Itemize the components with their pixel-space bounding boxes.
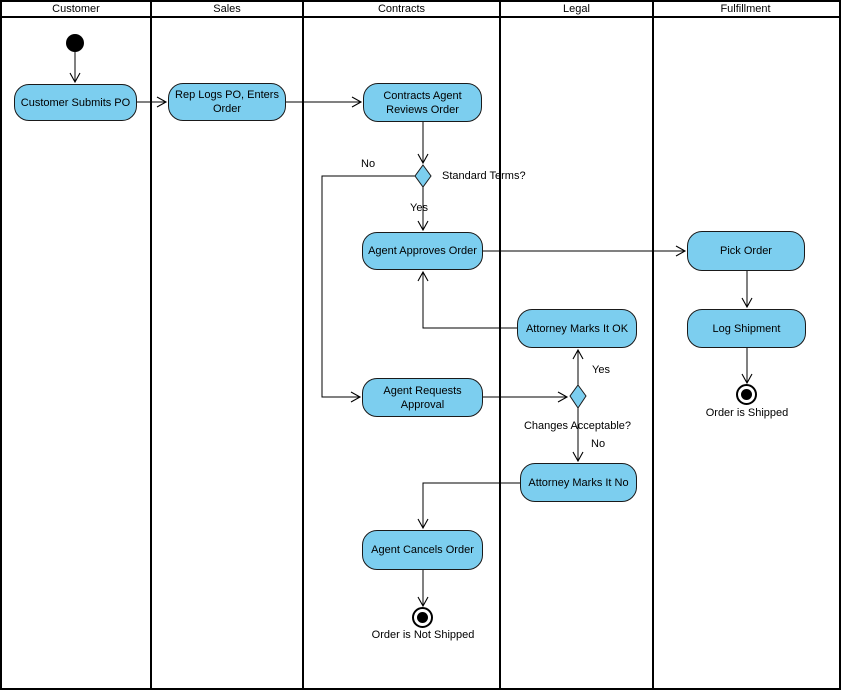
flow-attorney-marks-no-to-agent-cancels bbox=[417, 482, 520, 530]
activity-agent-approves[interactable]: Agent Approves Order bbox=[362, 232, 483, 270]
activity-pick-order[interactable]: Pick Order bbox=[687, 231, 805, 271]
final-node-dot bbox=[417, 612, 428, 623]
final-label-order-shipped: Order is Shipped bbox=[705, 407, 789, 419]
lane-header-fulfillment[interactable]: Fulfillment bbox=[720, 3, 771, 15]
decision-label-changes-acceptable: Changes Acceptable? bbox=[523, 420, 632, 432]
lane-header-contracts[interactable]: Contracts bbox=[377, 3, 426, 15]
decision-changes-acceptable[interactable] bbox=[569, 384, 587, 409]
edge-label-standard-terms-no: No bbox=[361, 158, 376, 170]
flow-standard-terms-no-to-agent-requests-approval bbox=[321, 175, 415, 403]
lane-header-rule bbox=[0, 16, 841, 18]
final-label-order-not-shipped: Order is Not Shipped bbox=[371, 629, 475, 641]
lane-divider-3 bbox=[499, 2, 501, 688]
lane-divider-1 bbox=[150, 2, 152, 688]
final-node-order-not-shipped[interactable] bbox=[412, 607, 433, 628]
activity-agent-requests-approval[interactable]: Agent Requests Approval bbox=[362, 378, 483, 417]
lane-header-legal[interactable]: Legal bbox=[563, 3, 590, 15]
flow-attorney-marks-ok-to-agent-approves bbox=[417, 270, 517, 329]
activity-log-shipment[interactable]: Log Shipment bbox=[687, 309, 806, 348]
initial-node[interactable] bbox=[66, 34, 84, 52]
final-node-dot bbox=[741, 389, 752, 400]
activity-agent-cancels[interactable]: Agent Cancels Order bbox=[362, 530, 483, 570]
decision-standard-terms[interactable] bbox=[414, 164, 432, 188]
edge-label-changes-acceptable-no: No bbox=[591, 438, 606, 450]
decision-label-standard-terms: Standard Terms? bbox=[442, 170, 526, 182]
lane-divider-4 bbox=[652, 2, 654, 688]
edge-label-standard-terms-yes: Yes bbox=[410, 202, 428, 214]
activity-contracts-agent-reviews[interactable]: Contracts Agent Reviews Order bbox=[363, 83, 482, 122]
lane-header-customer[interactable]: Customer bbox=[52, 3, 100, 15]
activity-attorney-marks-no[interactable]: Attorney Marks It No bbox=[520, 463, 637, 502]
final-node-order-shipped[interactable] bbox=[736, 384, 757, 405]
lane-divider-2 bbox=[302, 2, 304, 688]
edge-label-changes-acceptable-yes: Yes bbox=[592, 364, 610, 376]
lane-header-sales[interactable]: Sales bbox=[213, 3, 241, 15]
activity-attorney-marks-ok[interactable]: Attorney Marks It OK bbox=[517, 309, 637, 348]
activity-rep-logs-po[interactable]: Rep Logs PO, Enters Order bbox=[168, 83, 286, 121]
activity-customer-submits-po[interactable]: Customer Submits PO bbox=[14, 84, 137, 121]
